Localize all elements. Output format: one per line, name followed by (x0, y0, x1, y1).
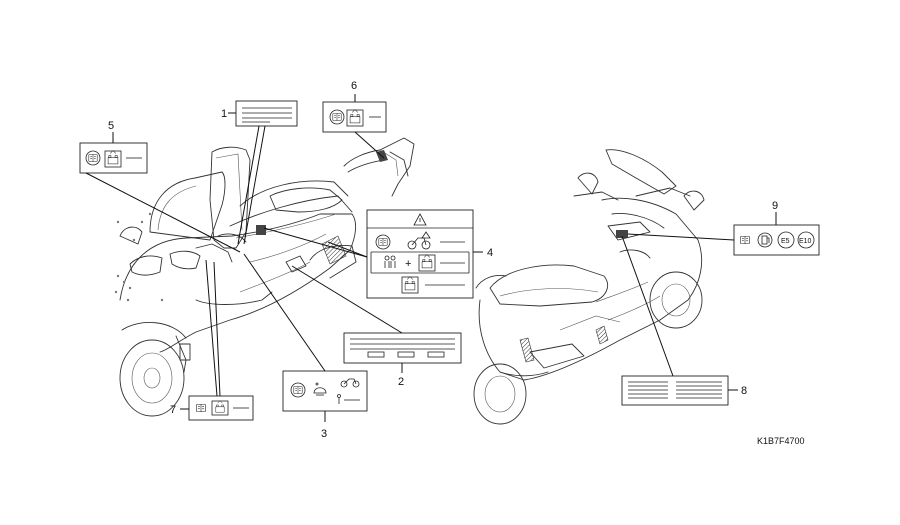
label-2: 2 (343, 332, 462, 388)
callout-8: 8 (741, 385, 747, 397)
book-icon (85, 150, 101, 166)
battery-icon (346, 109, 364, 127)
label-4: + 4 (366, 209, 493, 299)
rider-icon (384, 255, 396, 268)
fuel-grade-e10: E10 (799, 238, 812, 245)
callout-4: 4 (487, 247, 493, 259)
battery-icon (104, 150, 122, 168)
book-icon (329, 109, 345, 125)
label-3: 3 (282, 370, 368, 440)
callout-6: 6 (351, 80, 357, 92)
callout-3: 3 (321, 428, 327, 440)
callout-9: 9 (772, 200, 778, 212)
label-7: 7 (170, 395, 254, 421)
label-6: 6 (322, 80, 387, 133)
label-1: 1 (221, 100, 298, 127)
callout-7: 7 (170, 404, 176, 416)
motorcycle-icon (407, 231, 431, 250)
book-icon (290, 382, 306, 398)
callout-5: 5 (108, 120, 114, 132)
fuel-pump-icon (757, 232, 773, 248)
callout-2: 2 (398, 376, 404, 388)
label-5: 5 (79, 120, 148, 174)
svg-text:+: + (405, 258, 411, 270)
helmet-icon (313, 382, 327, 396)
warning-triangle-icon (413, 213, 427, 226)
scooter-front-view (114, 146, 357, 417)
diagram-code: K1B7F4700 (757, 436, 805, 446)
battery-icon (401, 276, 419, 294)
callout-1: 1 (221, 108, 227, 120)
label-8: 8 (621, 375, 747, 406)
scooter-rear-view (473, 149, 705, 425)
book-icon (375, 234, 391, 250)
rear-carrier (343, 131, 415, 197)
battery-icon (211, 400, 229, 416)
rider-icon (337, 394, 341, 404)
motorcycle-icon (340, 378, 360, 388)
label-9: E5 E10 9 (733, 200, 820, 256)
battery-icon (418, 254, 436, 272)
leader-lines (85, 125, 735, 397)
fuel-grade-e5: E5 (781, 238, 790, 245)
